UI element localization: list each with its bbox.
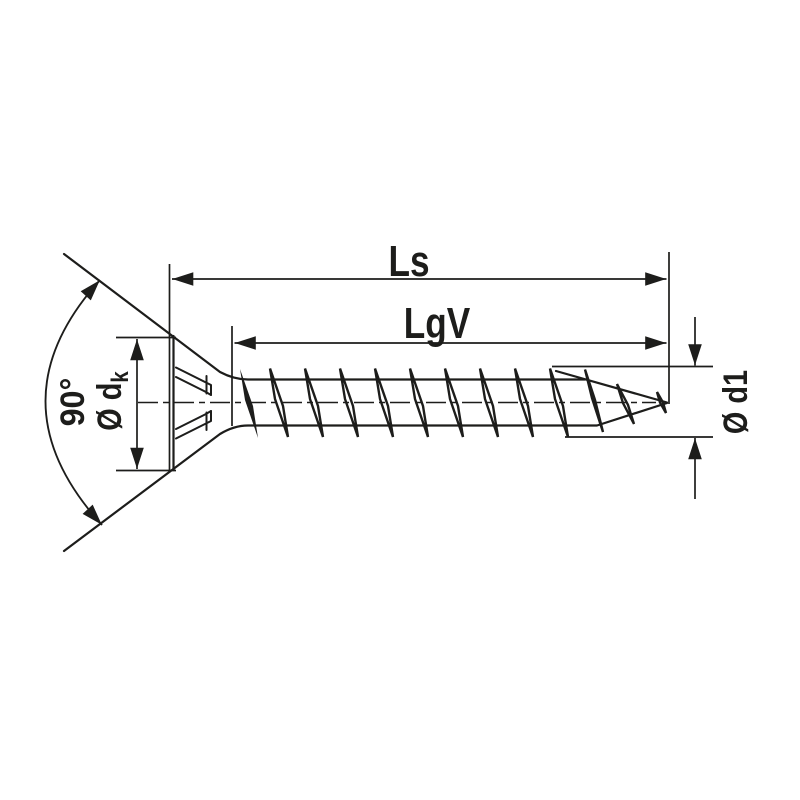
- dimension-lgv: [231, 326, 667, 426]
- dimension-ls: [168, 252, 670, 471]
- head-angle-arc: [44, 279, 103, 526]
- thread-crest: [513, 368, 535, 438]
- thread-crest: [408, 368, 430, 438]
- tip-thread-crest: [655, 391, 668, 414]
- drive-recess-profile: [175, 366, 212, 440]
- dimension-thread-diameter: [552, 317, 713, 499]
- label-head-angle: 90°: [54, 378, 92, 427]
- thread-crest: [303, 368, 325, 438]
- label-head-diameter: Ø dk: [90, 371, 134, 431]
- dimension-head-diameter: [116, 336, 176, 472]
- thread-crest: [583, 369, 605, 433]
- label-thread-diameter: Ø d1: [716, 370, 755, 434]
- label-total-length: Ls: [388, 237, 429, 286]
- thread-crest: [268, 368, 290, 438]
- head-cone-top-edge: [62, 252, 587, 381]
- recess-lower-wing-bottom: [175, 410, 212, 440]
- screw-outline: [62, 252, 669, 553]
- thread-crest: [338, 368, 360, 438]
- thread-crest: [373, 368, 395, 438]
- recess-upper-wing-top: [175, 366, 212, 396]
- tip-thread-crest: [615, 383, 636, 425]
- thread-crest-solid: [240, 369, 258, 438]
- head-cone-bottom-edge: [62, 401, 669, 553]
- recess-lower-wing-top: [175, 410, 212, 430]
- thread-crest: [478, 368, 500, 438]
- label-head-diameter-sub: k: [106, 371, 133, 383]
- thread-crests: [268, 368, 668, 438]
- thread-crest: [443, 368, 465, 438]
- dimension-head-angle: [44, 279, 103, 526]
- label-thread-length: LgV: [404, 299, 471, 348]
- label-head-diameter-main: Ø d: [90, 383, 129, 431]
- recess-upper-wing-bottom: [175, 376, 212, 396]
- tip-taper-top-edge: [554, 369, 669, 404]
